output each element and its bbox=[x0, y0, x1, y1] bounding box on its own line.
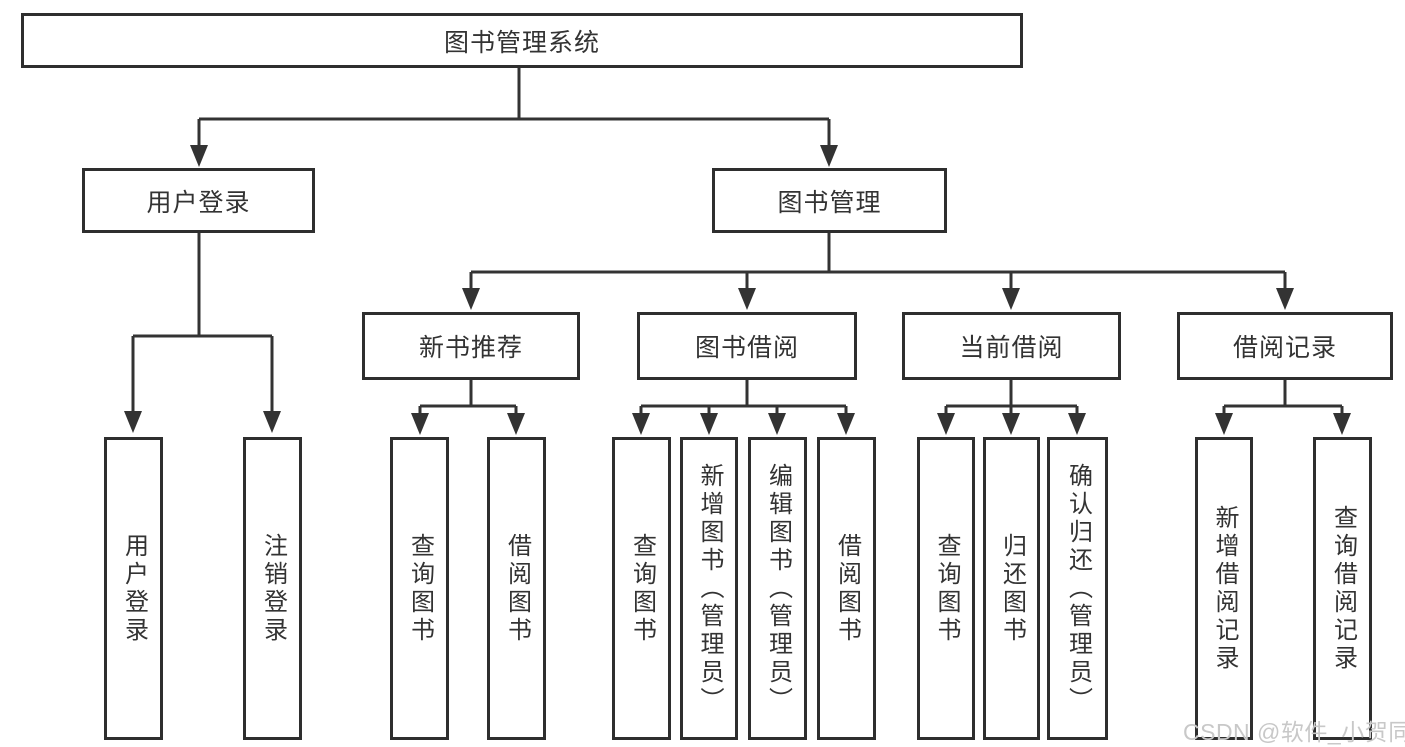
node-user-login-label: 用户登录 bbox=[146, 188, 251, 217]
connector-newbook-to-children bbox=[418, 380, 518, 427]
node-leaf-edit-book-admin-label: 编辑图书（管理员） bbox=[764, 462, 792, 715]
node-book-management-label: 图书管理 bbox=[777, 188, 882, 217]
node-leaf-return-book: 归还图书 bbox=[983, 437, 1040, 740]
node-book-management: 图书管理 bbox=[712, 168, 947, 233]
node-leaf-add-borrow-record: 新增借阅记录 bbox=[1195, 437, 1253, 740]
node-leaf-query-borrow-record: 查询借阅记录 bbox=[1313, 437, 1372, 740]
arrowhead-icon bbox=[1333, 413, 1351, 435]
connector-userlogin-to-children bbox=[131, 233, 274, 425]
node-leaf-query-book-3: 查询图书 bbox=[917, 437, 975, 740]
node-root-label: 图书管理系统 bbox=[443, 28, 600, 57]
node-leaf-query-book-3-label: 查询图书 bbox=[933, 532, 960, 645]
arrowhead-icon bbox=[937, 413, 955, 435]
node-leaf-add-book-admin-label: 新增图书（管理员） bbox=[696, 462, 723, 715]
node-leaf-query-borrow-record-label: 查询借阅记录 bbox=[1329, 504, 1357, 673]
arrowhead-icon bbox=[1002, 288, 1020, 310]
arrowhead-icon bbox=[1215, 413, 1233, 435]
arrowhead-icon bbox=[820, 145, 838, 167]
arrowhead-icon bbox=[411, 413, 429, 435]
node-leaf-borrow-book-1-label: 借阅图书 bbox=[503, 532, 531, 645]
node-leaf-query-book-1-label: 查询图书 bbox=[406, 532, 434, 645]
node-leaf-logout-label: 注销登录 bbox=[259, 532, 287, 645]
connector-bookmgmt-to-modules bbox=[469, 233, 1287, 302]
node-new-book-recommend-label: 新书推荐 bbox=[418, 334, 523, 362]
node-leaf-user-login: 用户登录 bbox=[104, 437, 163, 740]
node-leaf-return-book-label: 归还图书 bbox=[998, 532, 1026, 645]
node-leaf-query-book-2: 查询图书 bbox=[612, 437, 671, 740]
connector-bookborrow-to-children bbox=[639, 380, 848, 427]
arrowhead-icon bbox=[700, 413, 718, 435]
arrowhead-icon bbox=[124, 411, 142, 433]
node-leaf-query-book-1: 查询图书 bbox=[390, 437, 449, 740]
arrowhead-icon bbox=[837, 413, 855, 435]
node-borrow-record-label: 借阅记录 bbox=[1232, 334, 1337, 362]
arrowhead-icon bbox=[507, 413, 525, 435]
arrowhead-icon bbox=[190, 145, 208, 167]
node-leaf-add-book-admin: 新增图书（管理员） bbox=[680, 437, 738, 740]
node-leaf-edit-book-admin: 编辑图书（管理员） bbox=[748, 437, 807, 740]
node-leaf-logout: 注销登录 bbox=[243, 437, 302, 740]
node-leaf-user-login-label: 用户登录 bbox=[120, 532, 148, 645]
node-book-borrow: 图书借阅 bbox=[637, 312, 857, 380]
node-borrow-record: 借阅记录 bbox=[1177, 312, 1393, 380]
node-leaf-confirm-return-admin-label: 确认归还（管理员） bbox=[1064, 462, 1092, 715]
node-leaf-borrow-book-2-label: 借阅图书 bbox=[833, 532, 861, 645]
connector-borrowrecord-to-children bbox=[1222, 380, 1344, 427]
node-user-login: 用户登录 bbox=[82, 168, 315, 233]
arrowhead-icon bbox=[632, 413, 650, 435]
node-leaf-query-book-2-label: 查询图书 bbox=[628, 532, 656, 645]
arrowhead-icon bbox=[738, 288, 756, 310]
connector-root-to-level2 bbox=[197, 68, 831, 159]
node-new-book-recommend: 新书推荐 bbox=[362, 312, 580, 380]
watermark: CSDN @软件_小贺同学 bbox=[1183, 719, 1405, 745]
arrowhead-icon bbox=[1002, 413, 1020, 435]
arrowhead-icon bbox=[1276, 288, 1294, 310]
node-leaf-borrow-book-1: 借阅图书 bbox=[487, 437, 546, 740]
arrowhead-icon bbox=[462, 288, 480, 310]
node-root: 图书管理系统 bbox=[21, 13, 1023, 68]
node-book-borrow-label: 图书借阅 bbox=[694, 334, 799, 362]
node-leaf-confirm-return-admin: 确认归还（管理员） bbox=[1047, 437, 1108, 740]
node-current-borrow: 当前借阅 bbox=[902, 312, 1121, 380]
arrowhead-icon bbox=[263, 411, 281, 433]
node-current-borrow-label: 当前借阅 bbox=[959, 334, 1064, 362]
arrowhead-icon bbox=[1068, 413, 1086, 435]
node-leaf-add-borrow-record-label: 新增借阅记录 bbox=[1211, 504, 1238, 673]
arrowhead-icon bbox=[768, 413, 786, 435]
node-leaf-borrow-book-2: 借阅图书 bbox=[817, 437, 876, 740]
